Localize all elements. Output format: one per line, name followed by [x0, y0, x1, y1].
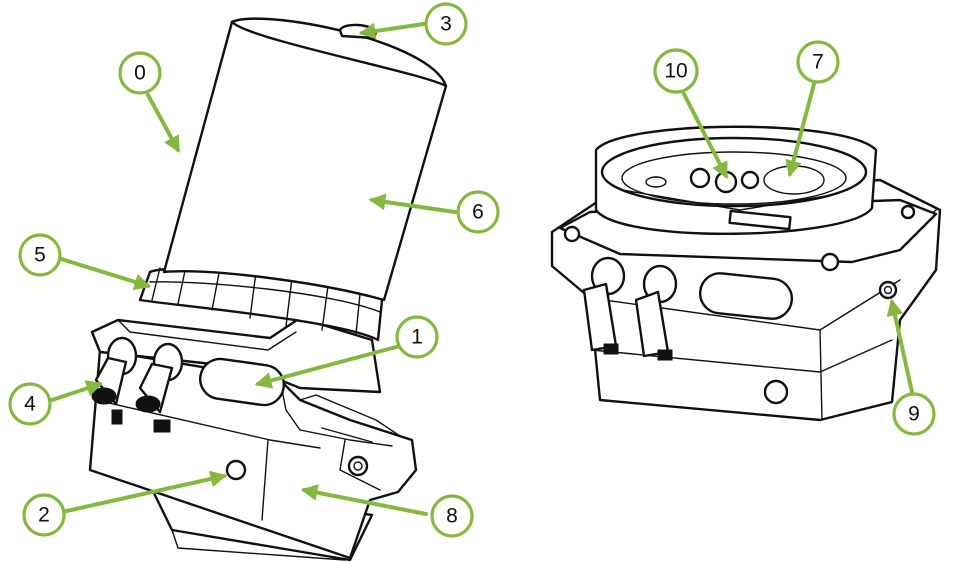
- svg-text:8: 8: [446, 505, 458, 528]
- callout-2: 2: [22, 493, 66, 537]
- quick-connector-b: [135, 342, 184, 433]
- callout-3: 3: [424, 2, 468, 46]
- callout-arrows: [50, 22, 914, 516]
- svg-text:10: 10: [664, 60, 687, 83]
- svg-text:5: 5: [34, 244, 46, 267]
- callout-6: 6: [456, 190, 500, 234]
- side-port: [878, 280, 898, 300]
- callout-4: 4: [8, 382, 52, 426]
- callout-badges: 0 1 2 3 4 5 6 7: [8, 2, 936, 538]
- callout-7: 7: [796, 40, 840, 84]
- callout-9: 9: [892, 392, 936, 436]
- arrow-3: [358, 22, 426, 40]
- svg-text:2: 2: [38, 504, 50, 527]
- filter-canister: [162, 17, 448, 302]
- right-drain-hole: [763, 379, 789, 405]
- left-base-housing: [88, 348, 418, 560]
- arrow-2: [60, 470, 228, 514]
- arrow-0: [146, 93, 180, 153]
- callout-1: 1: [395, 315, 439, 359]
- arrow-5: [56, 256, 152, 291]
- arrow-8: [300, 484, 428, 516]
- callout-0: 0: [118, 51, 162, 95]
- right-assembly: [550, 125, 942, 422]
- drain-hole: [225, 459, 247, 481]
- svg-text:3: 3: [440, 13, 452, 36]
- right-connector-a: [582, 256, 626, 355]
- svg-text:4: 4: [24, 393, 36, 416]
- left-assembly: [88, 17, 448, 562]
- right-port-plate: [698, 272, 794, 320]
- svg-text:1: 1: [411, 326, 423, 349]
- port-plate: [199, 357, 285, 407]
- callout-10: 10: [653, 48, 699, 94]
- mounting-hole-left: [347, 455, 369, 477]
- arrow-6: [368, 193, 457, 214]
- svg-text:7: 7: [812, 51, 824, 74]
- svg-text:6: 6: [472, 201, 484, 224]
- collar-ring: [600, 136, 868, 208]
- arrow-1: [254, 344, 402, 389]
- arrow-9: [886, 298, 914, 394]
- arrow-7: [785, 82, 816, 178]
- right-connector-b: [634, 264, 678, 361]
- arrow-10: [682, 92, 728, 179]
- callout-5: 5: [18, 233, 62, 277]
- svg-text:9: 9: [908, 403, 920, 426]
- svg-text:0: 0: [134, 62, 146, 85]
- arrow-4: [50, 380, 104, 402]
- callout-8: 8: [430, 494, 474, 538]
